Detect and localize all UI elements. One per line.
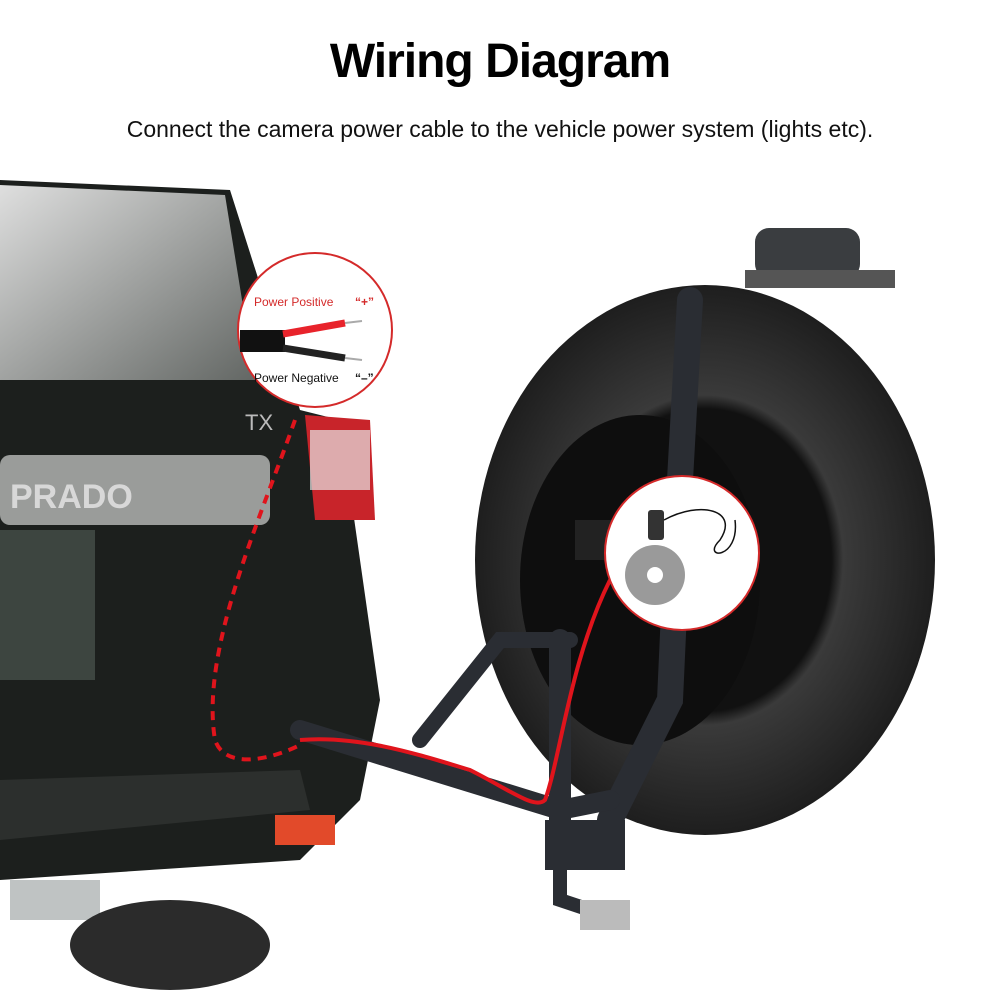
power-wire (210, 419, 612, 805)
page-subtitle: Connect the camera power cable to the ve… (126, 116, 874, 142)
power-positive-sign: “+” (355, 295, 374, 309)
camera-callout (604, 475, 760, 631)
cable-callout: Power Positive “+” Power Negative “–” (237, 252, 393, 408)
page-title: Wiring Diagram (329, 35, 671, 88)
vehicle-rear: PRADO TX (0, 180, 380, 990)
vehicle-model: TX (245, 410, 273, 435)
power-positive-label: Power Positive (254, 295, 334, 309)
vehicle-badge: PRADO (10, 478, 133, 516)
camera-mount (745, 228, 895, 288)
power-negative-sign: “–” (355, 371, 374, 385)
power-negative-label: Power Negative (254, 371, 339, 385)
